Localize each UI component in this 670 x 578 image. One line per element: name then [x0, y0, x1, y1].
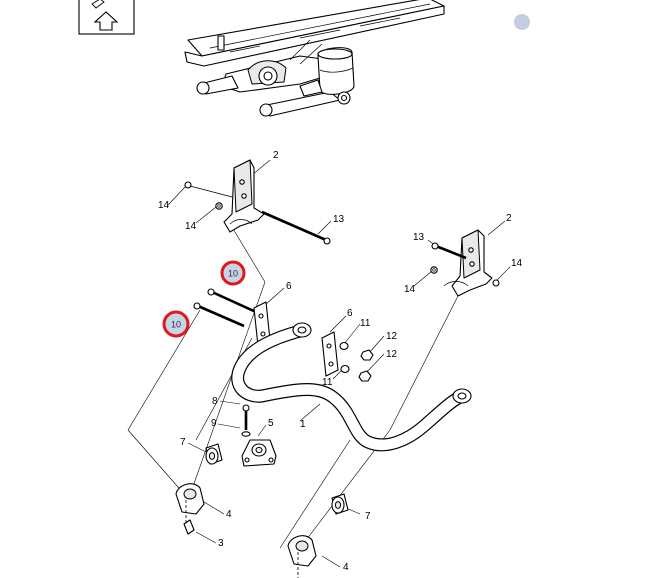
svg-text:10: 10: [171, 320, 181, 330]
callout-13-left: 13: [333, 214, 345, 225]
vehicle-frame-overview: [184, 0, 445, 117]
callout-7-left: 7: [180, 437, 186, 448]
highlight-callout-10-upper: 10: [220, 260, 246, 286]
bolt-14-upper-left: [184, 181, 237, 199]
bolt-13-right: [431, 242, 467, 260]
callout-5: 5: [268, 418, 274, 429]
callout-13-right: 13: [413, 232, 425, 243]
callout-6-right: 6: [347, 308, 353, 319]
callout-7-right: 7: [365, 511, 371, 522]
end-clamp-4-left: [175, 483, 205, 526]
callout-14-upper-left: 14: [158, 200, 170, 211]
stabilizer-bar-1: [231, 322, 472, 452]
callout-11-lower: 11: [322, 377, 333, 388]
bracket-2-right: [443, 229, 493, 297]
bolt-10-upper: [207, 288, 257, 314]
marker-dot: [514, 14, 530, 30]
callout-14-lower-left: 14: [185, 221, 197, 232]
nut-14-right: [430, 266, 500, 287]
bolt-13-left: [261, 210, 331, 245]
link-6-right: [321, 331, 339, 377]
callout-12-upper: 12: [386, 331, 398, 342]
callout-3: 3: [218, 538, 224, 549]
bushing-7-left: [205, 443, 223, 465]
callout-12-lower: 12: [386, 349, 398, 360]
nut-14-left: [215, 202, 223, 210]
orientation-box: [78, 0, 135, 35]
nut-12-upper: [360, 349, 374, 361]
callout-2-left: 2: [273, 150, 279, 161]
nut-12-lower: [358, 370, 372, 382]
pin-3: [183, 519, 195, 535]
callout-2-right: 2: [506, 213, 512, 224]
callout-4-left: 4: [226, 509, 232, 520]
bolt-8: [242, 404, 250, 430]
callout-11-upper: 11: [360, 318, 371, 329]
highlight-callout-10-lower: 10: [162, 310, 190, 338]
callout-labels: 1 2 2 3 4 4 5 6 6 7 7 8 9 11 11 12 12 13…: [158, 150, 523, 573]
bolt-10-lower: [193, 302, 245, 328]
washer-11-lower: [340, 364, 350, 374]
bracket-2-left: [223, 159, 265, 233]
callout-8: 8: [212, 396, 218, 407]
callout-1: 1: [300, 419, 306, 430]
callout-9: 9: [211, 418, 217, 429]
callout-14-lower-right: 14: [404, 284, 416, 295]
callout-6-left: 6: [286, 281, 292, 292]
clamp-5: [241, 439, 277, 467]
callout-4-right: 4: [343, 562, 349, 573]
up-arrow-icon: [91, 0, 119, 31]
link-6-left: [253, 301, 271, 347]
washer-11-upper: [339, 341, 349, 351]
callout-14-upper-right: 14: [511, 258, 523, 269]
end-clamp-4-right: [287, 535, 317, 578]
washer-9: [241, 431, 251, 437]
svg-text:10: 10: [228, 269, 238, 279]
bushing-7-right: [331, 493, 349, 515]
